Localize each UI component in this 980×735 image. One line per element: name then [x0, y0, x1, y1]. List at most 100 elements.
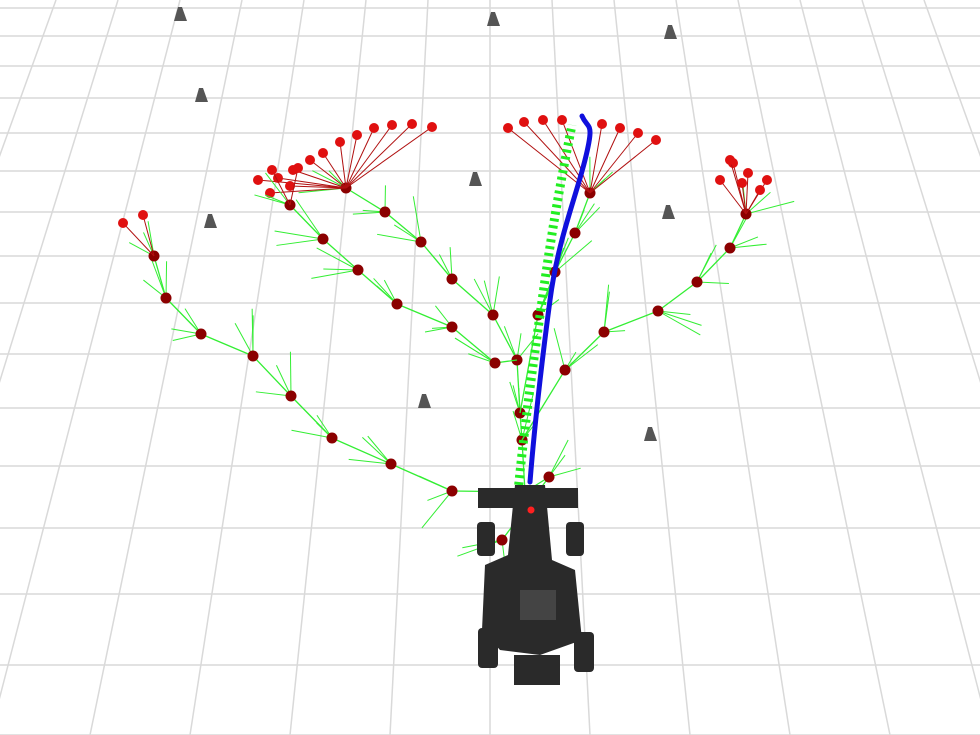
tree-node: [385, 458, 397, 470]
tree-edge: [542, 119, 591, 194]
tree-edge: [729, 243, 767, 249]
leaf-node: [407, 119, 417, 129]
tree-edge: [292, 169, 347, 189]
tree-edge: [589, 123, 603, 194]
cone-icon: [204, 214, 217, 228]
grid-line-vertical: [0, 0, 181, 700]
leaf-node: [615, 123, 625, 133]
tree-edge: [274, 230, 324, 240]
tree-edge: [657, 310, 701, 336]
planned-path: [527, 113, 593, 485]
tree-edge: [165, 261, 168, 299]
planned-path-line: [527, 113, 593, 485]
tree-edge: [554, 240, 593, 273]
tree-node: [285, 390, 297, 402]
leaf-node: [743, 168, 753, 178]
tree-edge: [741, 182, 747, 215]
vehicle-rear-wing: [514, 655, 560, 685]
vehicle-icon: [477, 485, 594, 685]
tree-node: [569, 227, 581, 239]
tree-edge: [322, 238, 359, 271]
leaf-node: [715, 175, 725, 185]
cone-icon: [644, 427, 657, 441]
tree-edge: [729, 159, 747, 215]
grid-line-vertical: [613, 0, 691, 735]
tree-edge: [603, 310, 659, 333]
grid-line-vertical: [737, 0, 891, 735]
tree-edge: [291, 429, 333, 439]
leaf-node: [118, 218, 128, 228]
tree-edge: [574, 206, 601, 234]
cone-icon: [195, 88, 208, 102]
cones-layer: [174, 7, 677, 441]
leaf-node: [725, 155, 735, 165]
tree-edge: [657, 310, 702, 326]
tree-node: [391, 298, 403, 310]
tree-edge: [200, 333, 254, 357]
tree-edge: [339, 141, 347, 189]
tree-node: [415, 236, 427, 248]
vehicle-origin-marker: [527, 506, 535, 514]
cone-icon: [487, 12, 500, 26]
leaf-node: [352, 130, 362, 140]
tree-edge: [142, 214, 155, 257]
tree-edge: [473, 278, 494, 316]
tree-edge: [657, 281, 698, 312]
tree-edge: [345, 187, 386, 213]
cone-icon: [469, 172, 482, 186]
tree-edge: [561, 119, 591, 194]
leaf-node: [597, 119, 607, 129]
tree-edge: [289, 204, 324, 240]
tree-edge: [254, 194, 291, 206]
leaf-node: [762, 175, 772, 185]
leaf-node: [267, 165, 277, 175]
tree-node: [487, 309, 499, 321]
leaf-node: [755, 185, 765, 195]
tree-edge: [373, 278, 398, 305]
tree-edge: [290, 395, 333, 439]
tree-edge: [553, 328, 566, 371]
tree-edge: [345, 134, 358, 189]
tree-edge: [745, 172, 749, 215]
leaf-node: [369, 123, 379, 133]
vehicle-body: [482, 485, 582, 655]
grid-line-vertical: [0, 0, 57, 157]
tree-edge: [589, 127, 621, 194]
vehicle-wheel: [477, 522, 495, 556]
tree-edge: [574, 192, 591, 234]
tree-node: [543, 471, 555, 483]
tree-edge: [603, 291, 610, 333]
grid-line-vertical: [189, 0, 305, 735]
tree-edge: [345, 124, 393, 189]
tree-node: [195, 328, 207, 340]
tree-edge: [331, 437, 392, 465]
tree-edge: [396, 303, 453, 328]
leaf-node: [273, 173, 283, 183]
leaf-node: [651, 135, 661, 145]
tree-edge: [729, 213, 747, 249]
tree-edge: [257, 179, 347, 189]
tree-edge: [269, 187, 347, 194]
tree-edge: [451, 326, 496, 364]
tree-node: [489, 357, 501, 369]
tree-edge: [503, 326, 518, 361]
tree-edge: [255, 391, 292, 397]
tree-edge: [271, 169, 291, 206]
tree-edge: [311, 269, 359, 279]
tree-edge: [564, 331, 605, 371]
tree-edge: [420, 241, 453, 280]
tree-edge: [277, 177, 347, 189]
tree-edge: [390, 463, 453, 492]
tree-edge: [295, 199, 324, 240]
tree-edge: [696, 247, 731, 283]
tree-edge: [251, 308, 254, 357]
grid-line-vertical: [799, 0, 980, 700]
tree-node: [559, 364, 571, 376]
tree-edge: [454, 337, 496, 364]
cone-icon: [662, 205, 675, 219]
tree-edge: [412, 196, 422, 243]
leaf-node: [318, 148, 328, 158]
tree-edge: [322, 152, 347, 189]
